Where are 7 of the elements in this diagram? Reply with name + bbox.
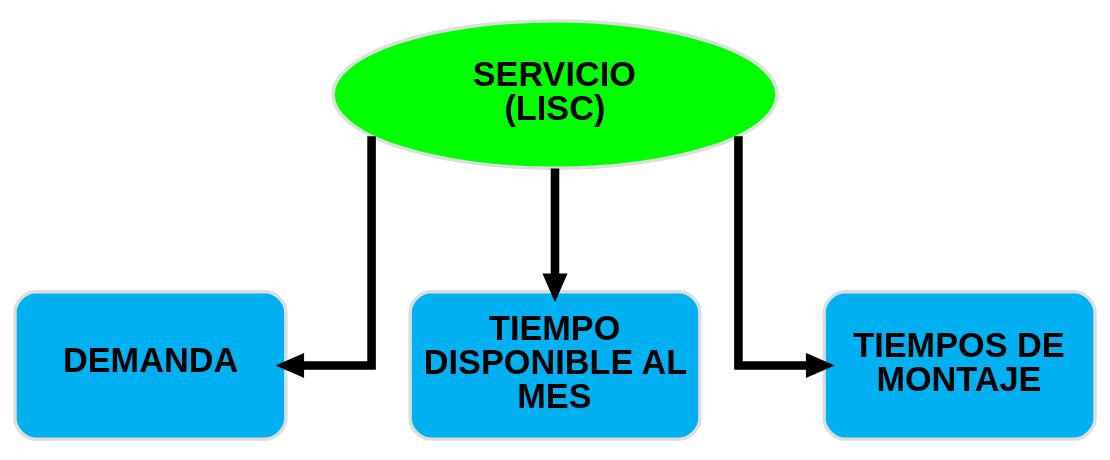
node-box: DEMANDA xyxy=(13,290,288,441)
node-box: TIEMPO DISPONIBLE AL MES xyxy=(408,290,702,441)
arrow xyxy=(542,168,568,303)
arrow xyxy=(734,136,835,378)
arrow xyxy=(275,136,376,378)
node-ellipse: SERVICIO (LISC) xyxy=(331,19,779,170)
node-box: TIEMPOS DE MONTAJE xyxy=(822,290,1097,441)
